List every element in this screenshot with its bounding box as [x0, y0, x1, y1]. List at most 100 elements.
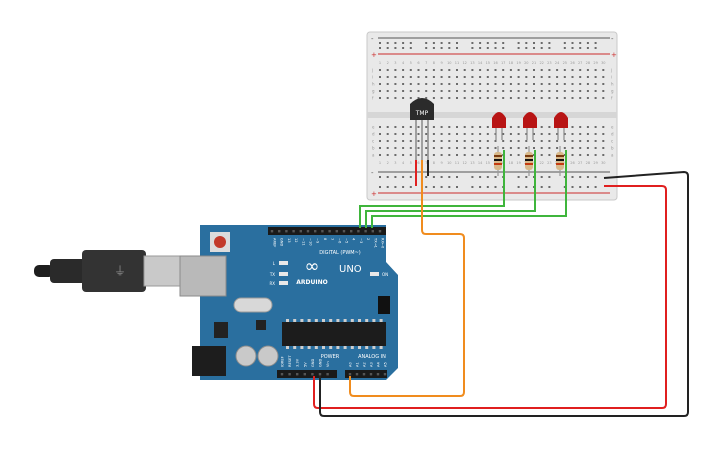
- led-l-label: L: [273, 261, 276, 266]
- power-pin[interactable]: [288, 373, 291, 376]
- digital-pin[interactable]: [342, 230, 346, 233]
- digital-pin[interactable]: [292, 230, 295, 233]
- terminal-hole: [486, 90, 489, 92]
- terminal-hole: [402, 154, 405, 156]
- row-letter: h: [611, 82, 614, 87]
- digital-pin[interactable]: [378, 230, 382, 233]
- terminal-hole: [425, 90, 428, 92]
- terminal-hole: [556, 69, 559, 71]
- terminal-hole: [471, 76, 474, 78]
- led-1-body: [492, 112, 506, 128]
- chip-pin: [379, 319, 383, 322]
- resistor-3[interactable]: [556, 146, 564, 176]
- rail-hole: [386, 42, 389, 44]
- led-1[interactable]: [492, 112, 506, 140]
- power-pin[interactable]: [296, 373, 299, 376]
- wire-green-led1-pin4[interactable]: [359, 176, 505, 228]
- wire-green-led3-pin2[interactable]: [371, 176, 567, 228]
- analog-pin[interactable]: [376, 373, 380, 376]
- digital-pin[interactable]: [371, 230, 374, 233]
- digital-pin[interactable]: [278, 230, 281, 233]
- terminal-hole: [494, 147, 497, 149]
- terminal-hole: [525, 69, 528, 71]
- digital-pin[interactable]: [285, 230, 288, 233]
- column-number-top: 13: [470, 61, 474, 65]
- digital-pin[interactable]: [306, 230, 310, 233]
- terminal-hole: [486, 83, 489, 85]
- rail-hole: [448, 176, 451, 178]
- rail-hole: [386, 47, 389, 49]
- chip-pin: [372, 346, 376, 349]
- analog-pin[interactable]: [355, 373, 359, 376]
- terminal-hole: [571, 90, 574, 92]
- digital-pin[interactable]: [299, 230, 302, 233]
- terminal-hole: [494, 90, 497, 92]
- rail-hole: [379, 186, 381, 188]
- capacitor-1: [235, 345, 257, 367]
- power-pin-label: 5V: [303, 362, 307, 367]
- terminal-hole: [456, 90, 458, 92]
- terminal-hole: [594, 140, 597, 142]
- terminal-hole: [594, 97, 597, 99]
- terminal-hole: [409, 147, 412, 149]
- terminal-hole: [563, 90, 566, 92]
- column-number-top: 28: [586, 61, 590, 65]
- wire-orange-sensor-a0[interactable]: [349, 160, 465, 397]
- digital-pin-label: ~3: [359, 238, 363, 243]
- digital-pin[interactable]: [270, 230, 274, 233]
- analog-pin[interactable]: [362, 373, 366, 376]
- terminal-hole: [402, 83, 405, 85]
- power-pin[interactable]: [311, 373, 314, 376]
- power-pin[interactable]: [303, 373, 306, 376]
- led-2[interactable]: [523, 112, 537, 140]
- column-number-top: 9: [440, 61, 442, 65]
- column-number-top: 10: [447, 61, 451, 65]
- chip-pin: [365, 346, 369, 349]
- analog-pin[interactable]: [348, 373, 352, 376]
- rail-hole: [563, 42, 566, 44]
- terminal-hole: [425, 97, 428, 99]
- digital-pin[interactable]: [335, 230, 338, 233]
- digital-pin[interactable]: [328, 230, 331, 233]
- terminal-hole: [594, 147, 597, 149]
- usb-cable[interactable]: ⏚: [34, 250, 181, 292]
- digital-pin[interactable]: [357, 230, 360, 233]
- analog-pin[interactable]: [383, 373, 387, 376]
- terminal-hole: [579, 126, 582, 128]
- column-number-top: 17: [501, 61, 505, 65]
- digital-pin[interactable]: [314, 230, 317, 233]
- terminal-hole: [517, 154, 520, 156]
- power-pin[interactable]: [326, 373, 329, 376]
- resistor-1[interactable]: [494, 146, 502, 176]
- wire-green-led2-pin3[interactable]: [365, 176, 536, 228]
- power-pin[interactable]: [318, 373, 322, 376]
- bottom-rail-plus-sign: +: [371, 190, 377, 198]
- column-number-top: 25: [563, 61, 567, 65]
- analog-pin[interactable]: [369, 373, 373, 376]
- temperature-sensor[interactable]: TMP: [410, 98, 434, 162]
- power-pin[interactable]: [280, 373, 284, 376]
- terminal-hole: [533, 76, 535, 78]
- reset-button[interactable]: [214, 236, 226, 248]
- digital-pin[interactable]: [364, 230, 367, 233]
- terminal-hole: [432, 147, 435, 149]
- terminal-hole: [379, 140, 381, 142]
- digital-pin[interactable]: [350, 230, 353, 233]
- terminal-hole: [456, 126, 458, 128]
- led-3[interactable]: [554, 112, 568, 140]
- terminal-hole: [471, 154, 474, 156]
- resistor-2[interactable]: [525, 146, 533, 176]
- terminal-hole: [556, 140, 559, 142]
- wire-red-5v-rail[interactable]: [313, 185, 667, 409]
- terminal-hole: [579, 154, 582, 156]
- rail-hole: [517, 47, 520, 49]
- rail-hole: [425, 47, 428, 49]
- terminal-hole: [494, 97, 497, 99]
- row-letter: d: [611, 132, 614, 137]
- digital-pin[interactable]: [321, 230, 324, 233]
- wire-black-gnd-rail[interactable]: [319, 170, 689, 417]
- digital-pin-label: 4: [352, 238, 356, 241]
- led-rx: [279, 281, 288, 285]
